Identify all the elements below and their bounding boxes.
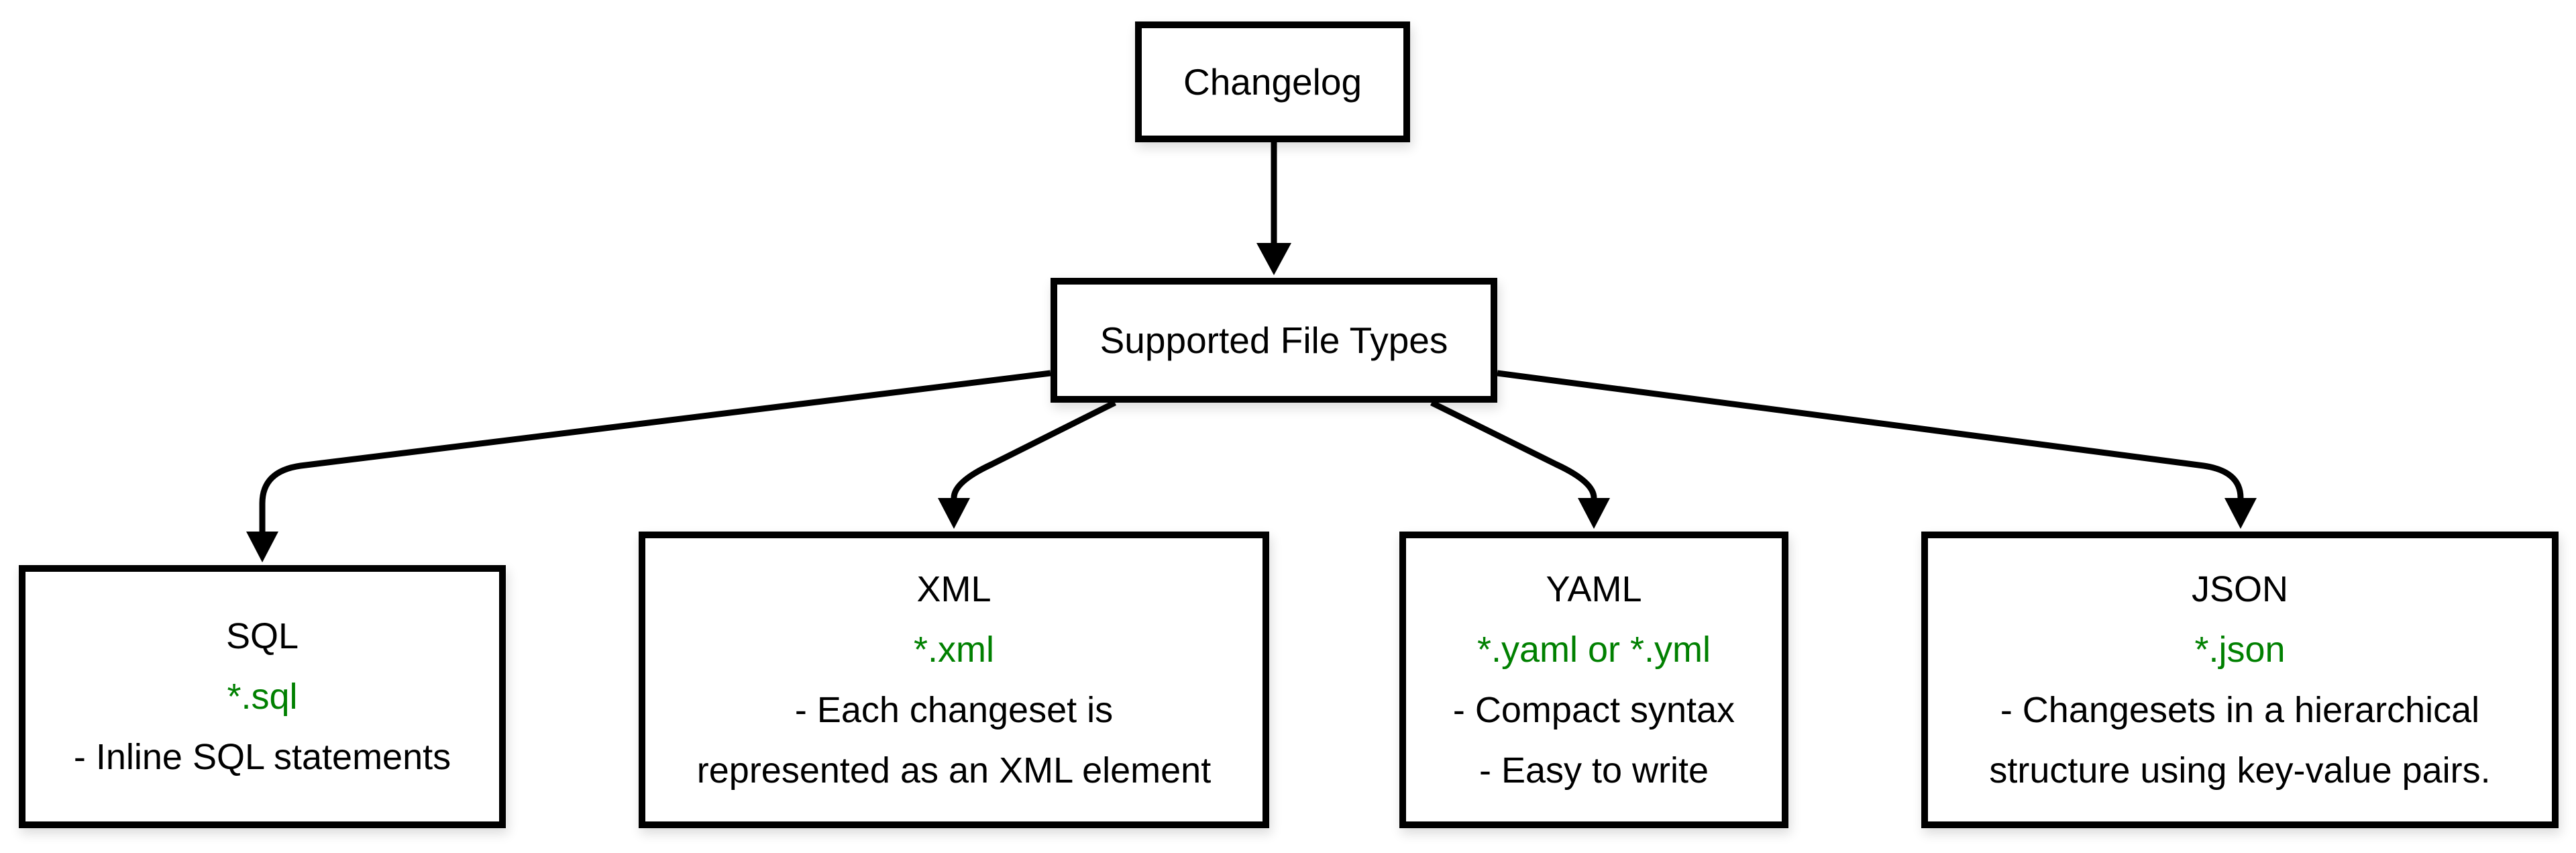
node-json-title: JSON	[2191, 569, 2289, 609]
node-sql: SQL *.sql - Inline SQL statements	[19, 565, 506, 828]
node-yaml-desc-line: - Compact syntax	[1452, 690, 1735, 730]
node-xml-desc-line: - Each changeset is	[794, 690, 1114, 730]
node-changelog: Changelog	[1135, 21, 1410, 142]
connector-sft-to-xml	[938, 399, 1117, 529]
node-xml-title: XML	[916, 569, 991, 609]
arrowhead-yaml	[1578, 498, 1610, 529]
node-yaml-desc-line: - Easy to write	[1479, 750, 1709, 791]
node-xml: XML *.xml - Each changeset is represente…	[639, 532, 1269, 828]
arrowhead-xml	[938, 498, 970, 529]
node-yaml-title: YAML	[1546, 569, 1642, 609]
node-xml-desc-line: represented as an XML element	[696, 750, 1212, 791]
node-supported-file-types-label: Supported File Types	[1099, 319, 1448, 361]
arrowhead-json	[2224, 498, 2257, 529]
node-sql-title: SQL	[225, 616, 299, 656]
connector-sft-to-json	[1497, 370, 2257, 529]
node-changelog-label: Changelog	[1183, 61, 1362, 103]
node-json-desc-line: structure using key-value pairs.	[1989, 750, 2491, 791]
node-sql-desc-line: - Inline SQL statements	[73, 737, 451, 777]
node-sql-extension: *.sql	[227, 676, 298, 717]
node-json: JSON *.json - Changesets in a hierarchic…	[1921, 532, 2559, 828]
node-xml-extension: *.xml	[914, 630, 994, 670]
connector-changelog-to-supported-file-types	[1256, 142, 1291, 275]
connector-sft-to-yaml	[1430, 399, 1610, 529]
node-yaml-extension: *.yaml or *.yml	[1477, 630, 1711, 670]
node-json-extension: *.json	[2194, 630, 2286, 670]
connector-sft-to-sql	[246, 370, 1051, 562]
arrowhead-supported-file-types	[1256, 243, 1291, 275]
arrowhead-sql	[246, 532, 278, 562]
node-yaml: YAML *.yaml or *.yml - Compact syntax - …	[1399, 532, 1788, 828]
node-json-desc-line: - Changesets in a hierarchical	[2000, 690, 2480, 730]
node-supported-file-types: Supported File Types	[1051, 278, 1497, 403]
